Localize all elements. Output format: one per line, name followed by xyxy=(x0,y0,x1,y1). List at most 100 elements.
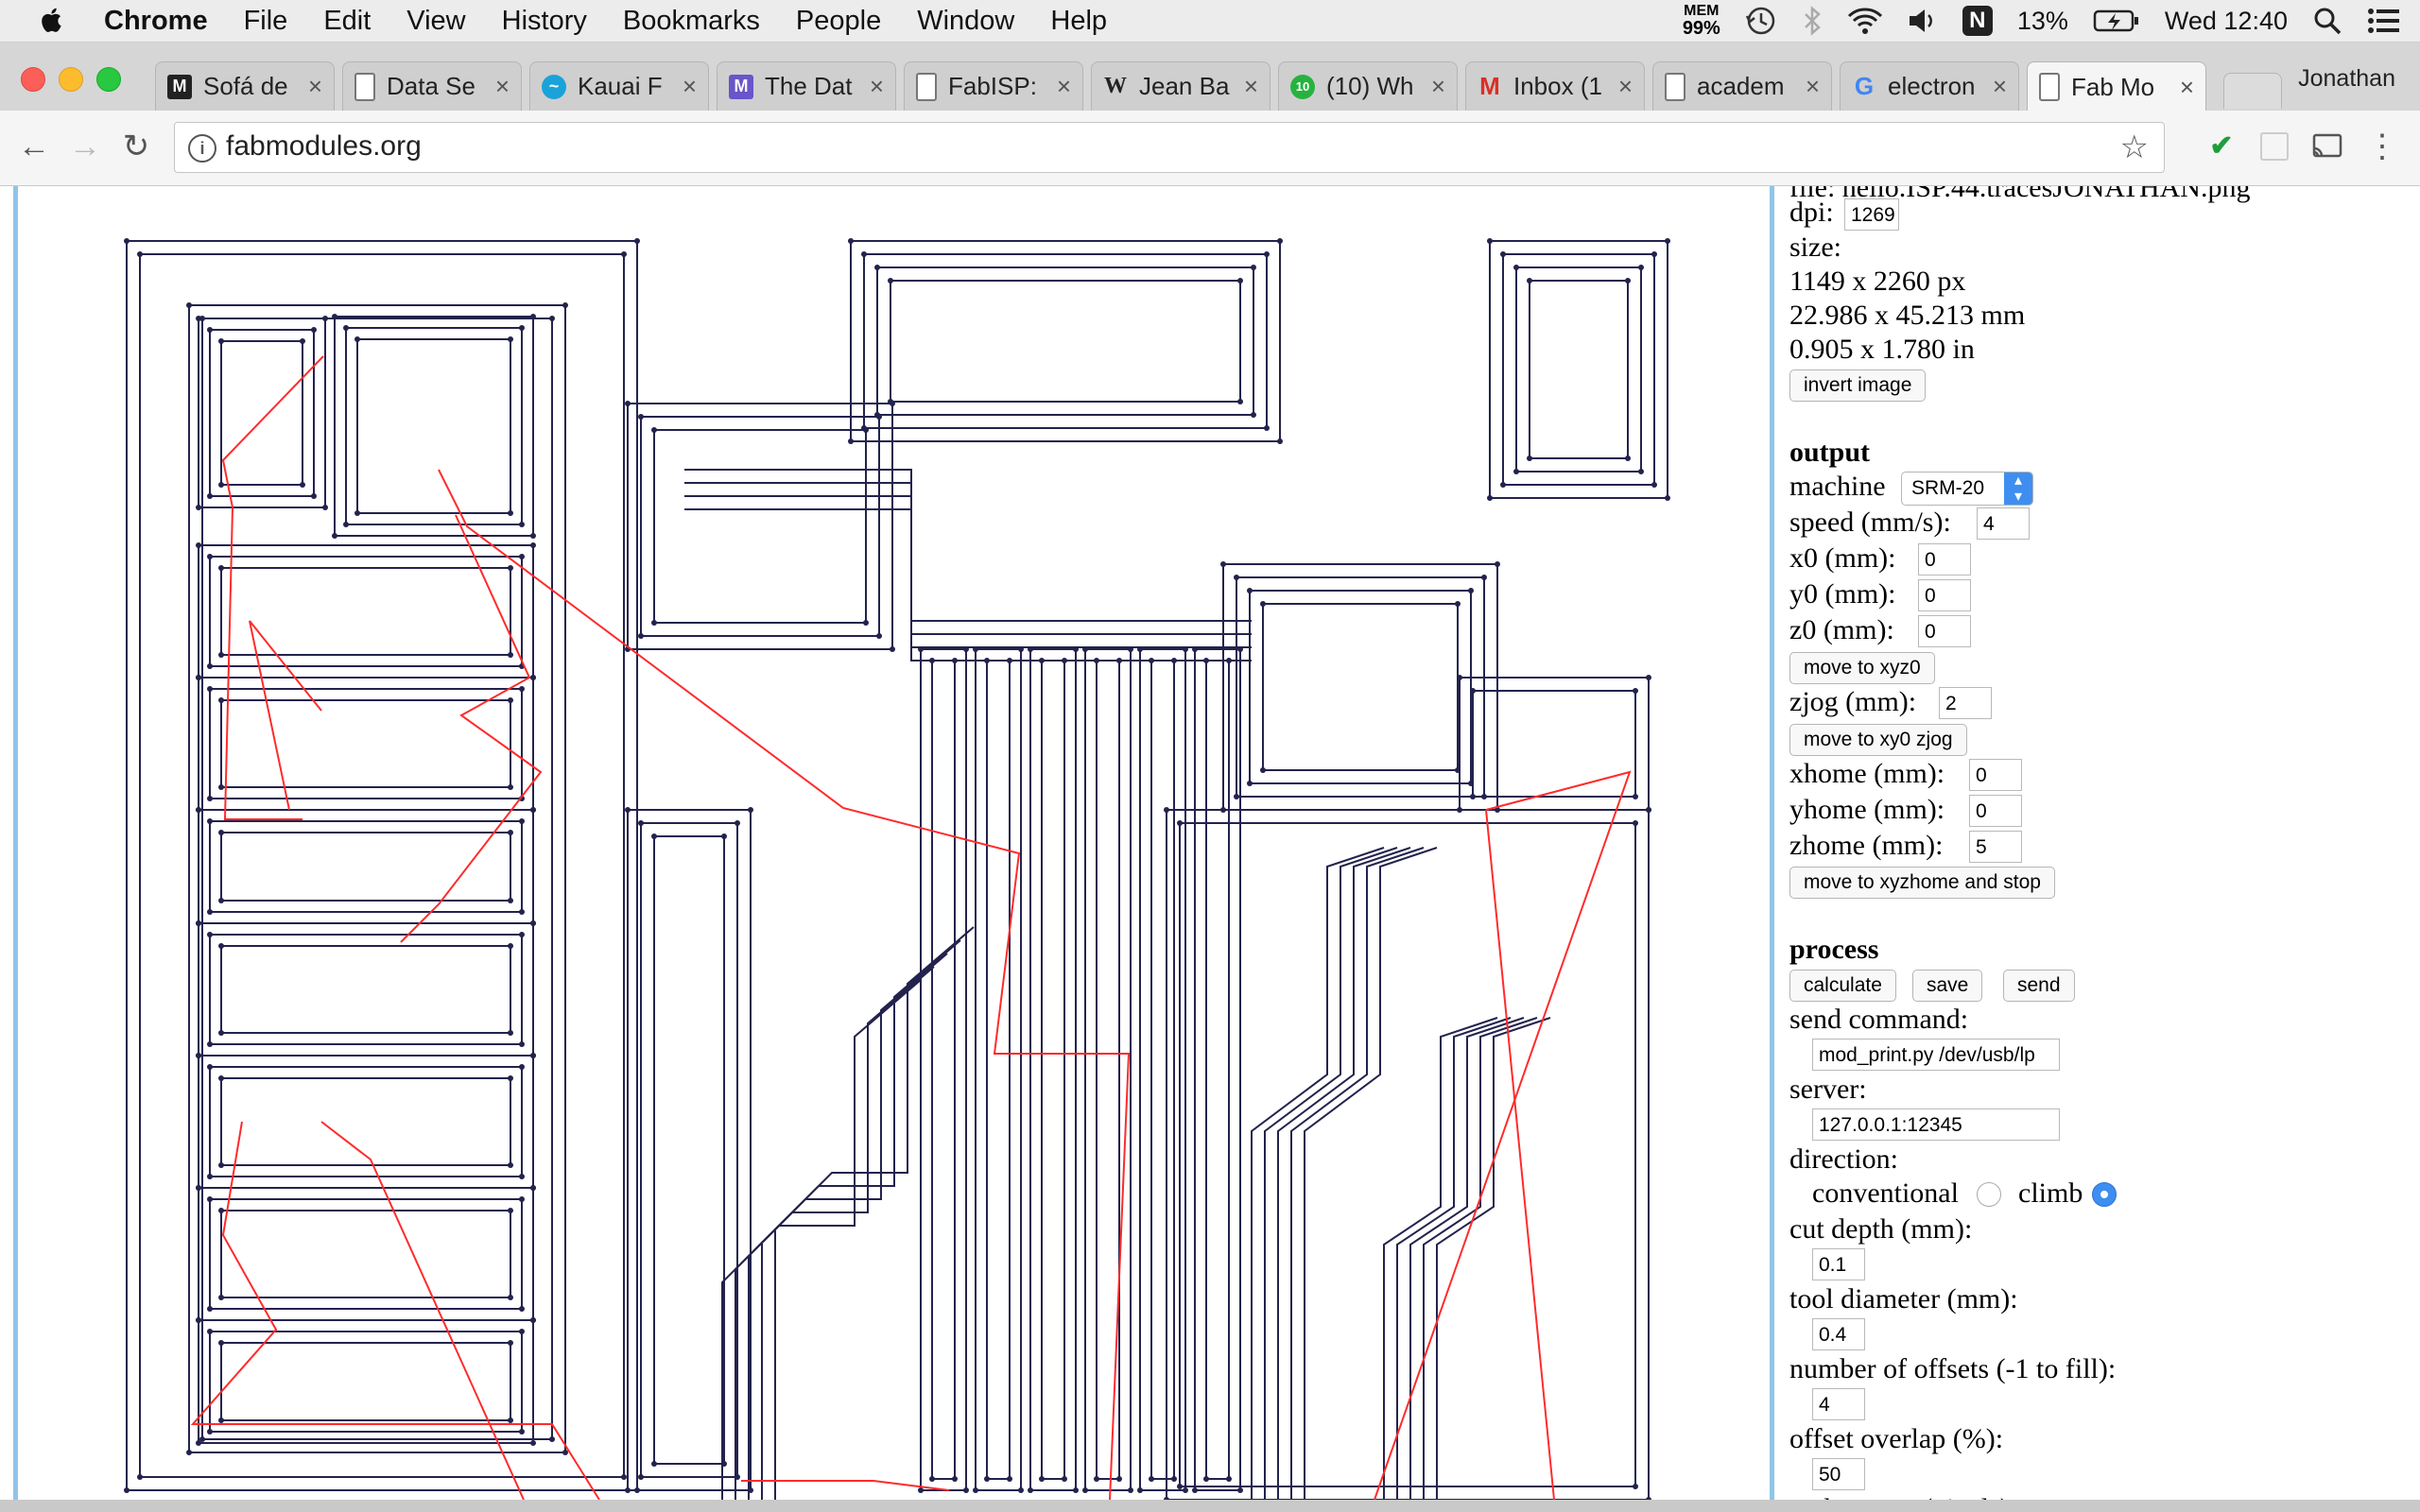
new-tab-button[interactable] xyxy=(2223,73,2282,109)
menu-view[interactable]: View xyxy=(406,5,466,36)
forward-arrow-icon[interactable]: → xyxy=(69,129,101,164)
toolpath-canvas[interactable] xyxy=(23,186,1770,1500)
back-arrow-icon[interactable]: ← xyxy=(18,129,50,164)
battery-charging-icon[interactable] xyxy=(2093,8,2140,34)
tab-electron[interactable]: G electron × xyxy=(1840,61,2019,111)
zhome-input[interactable]: 5 xyxy=(1969,831,2022,863)
save-button[interactable]: save xyxy=(1912,970,1983,1002)
yhome-input[interactable]: 0 xyxy=(1969,795,2022,827)
extension-blank-icon[interactable] xyxy=(2256,128,2293,165)
reload-icon[interactable]: ↻ xyxy=(122,129,150,164)
offsets-input[interactable]: 4 xyxy=(1812,1388,1865,1420)
tab-sofa[interactable]: M Sofá de × xyxy=(155,61,335,111)
climb-radio[interactable] xyxy=(2092,1182,2117,1207)
spotlight-search-icon[interactable] xyxy=(2312,6,2342,36)
notification-center-icon[interactable] xyxy=(2367,7,2401,35)
toolpath-node xyxy=(530,1053,536,1058)
toolpath-node xyxy=(1665,238,1670,244)
menu-people[interactable]: People xyxy=(795,5,882,36)
tab-fabisp[interactable]: FabISP: × xyxy=(904,61,1083,111)
tab-close-icon[interactable]: × xyxy=(869,72,884,100)
profile-button[interactable]: Jonathan xyxy=(2298,65,2395,92)
window-minimize-button[interactable] xyxy=(59,67,83,92)
tab-close-icon[interactable]: × xyxy=(682,72,697,100)
toolpath-node xyxy=(1495,807,1500,813)
address-bar[interactable]: i fabmodules.org ☆ xyxy=(174,122,2165,173)
cut-depth-input[interactable]: 0.1 xyxy=(1812,1248,1865,1280)
bookmark-star-icon[interactable]: ☆ xyxy=(2119,129,2149,165)
move-to-xyz0-button[interactable]: move to xyz0 xyxy=(1789,652,1935,684)
toolpath-node xyxy=(1237,399,1243,404)
tab-the-dat[interactable]: M The Dat × xyxy=(717,61,896,111)
memory-monitor[interactable]: MEM 99% xyxy=(1683,4,1720,39)
letter-glyph-trace xyxy=(198,1187,534,1321)
tab-fab-modules-active[interactable]: Fab Mo × xyxy=(2027,61,2206,112)
speed-input[interactable]: 4 xyxy=(1977,507,2030,540)
tab-close-icon[interactable]: × xyxy=(307,72,322,100)
apple-menu-icon[interactable] xyxy=(34,7,72,35)
send-button[interactable]: send xyxy=(2003,970,2075,1002)
time-machine-icon[interactable] xyxy=(1745,5,1777,37)
app-menu-chrome[interactable]: Chrome xyxy=(104,5,208,36)
toolpath-node xyxy=(530,675,536,680)
toolpath-node xyxy=(354,336,360,342)
dpi-input[interactable]: 1269 xyxy=(1844,198,1899,231)
window-zoom-button[interactable] xyxy=(96,67,121,92)
tab-close-icon[interactable]: × xyxy=(1617,72,1633,100)
zjog-input[interactable]: 2 xyxy=(1939,687,1992,719)
toolpath-node xyxy=(918,646,924,652)
tab-close-icon[interactable]: × xyxy=(1992,72,2007,100)
conventional-radio[interactable] xyxy=(1977,1182,2001,1207)
tab-close-icon[interactable]: × xyxy=(494,72,510,100)
tab-data-se[interactable]: Data Se × xyxy=(342,61,522,111)
tab-kauai[interactable]: ~ Kauai F × xyxy=(529,61,709,111)
address-url[interactable]: fabmodules.org xyxy=(226,130,422,162)
channel-trace xyxy=(684,508,1252,662)
tab-close-icon[interactable]: × xyxy=(1056,72,1071,100)
xhome-input[interactable]: 0 xyxy=(1969,759,2022,791)
menubar-clock[interactable]: Wed 12:40 xyxy=(2164,6,2288,35)
bluetooth-icon[interactable] xyxy=(1802,5,1823,37)
tab-jean-ba[interactable]: W Jean Ba × xyxy=(1091,61,1270,111)
tab-academ[interactable]: academ × xyxy=(1652,61,1832,111)
move-to-xy0-zjog-button[interactable]: move to xy0 zjog xyxy=(1789,724,1967,756)
tab-close-icon[interactable]: × xyxy=(1805,72,1820,100)
cast-icon[interactable] xyxy=(2308,128,2346,165)
app-n-status-icon[interactable]: N xyxy=(1962,6,1993,36)
menu-edit[interactable]: Edit xyxy=(323,5,372,36)
menu-bookmarks[interactable]: Bookmarks xyxy=(622,5,760,36)
toolpath-node xyxy=(1633,794,1638,799)
menu-help[interactable]: Help xyxy=(1050,5,1108,36)
menu-history[interactable]: History xyxy=(501,5,587,36)
stagger-trace xyxy=(1304,847,1438,1500)
offset-overlap-input[interactable]: 50 xyxy=(1812,1458,1865,1490)
tool-diameter-input[interactable]: 0.4 xyxy=(1812,1318,1865,1350)
invert-image-button[interactable]: invert image xyxy=(1789,369,1927,402)
x0-input[interactable]: 0 xyxy=(1918,543,1971,576)
send-command-input[interactable]: mod_print.py /dev/usb/lp xyxy=(1812,1039,2060,1071)
server-label: server: xyxy=(1789,1074,1867,1105)
server-input[interactable]: 127.0.0.1:12345 xyxy=(1812,1108,2060,1141)
tab-inbox[interactable]: M Inbox (1 × xyxy=(1465,61,1645,111)
tab-close-icon[interactable]: × xyxy=(2179,72,2194,101)
tab-whatsapp[interactable]: 10 (10) Wh × xyxy=(1278,61,1458,111)
menu-window[interactable]: Window xyxy=(917,5,1015,36)
menu-file[interactable]: File xyxy=(243,5,288,36)
wifi-icon[interactable] xyxy=(1847,7,1883,35)
toolpath-node xyxy=(508,565,513,571)
site-info-icon[interactable]: i xyxy=(188,134,216,163)
tab-close-icon[interactable]: × xyxy=(1243,72,1258,100)
tab-close-icon[interactable]: × xyxy=(1430,72,1445,100)
extension-check-icon[interactable]: ✔ xyxy=(2209,130,2234,162)
xhome-label: xhome (mm): xyxy=(1789,758,1945,789)
calculate-button[interactable]: calculate xyxy=(1789,970,1896,1002)
window-close-button[interactable] xyxy=(21,67,45,92)
move-to-xyzhome-button[interactable]: move to xyzhome and stop xyxy=(1789,867,2055,899)
machine-select[interactable]: SRM-20 ▴▾ xyxy=(1901,472,2033,506)
toolpath-node xyxy=(1018,1487,1024,1493)
toolpath-node xyxy=(1638,265,1644,270)
z0-input[interactable]: 0 xyxy=(1918,615,1971,647)
chrome-menu-icon[interactable]: ⋮ xyxy=(2366,129,2398,164)
y0-input[interactable]: 0 xyxy=(1918,579,1971,611)
volume-icon[interactable] xyxy=(1908,7,1938,35)
